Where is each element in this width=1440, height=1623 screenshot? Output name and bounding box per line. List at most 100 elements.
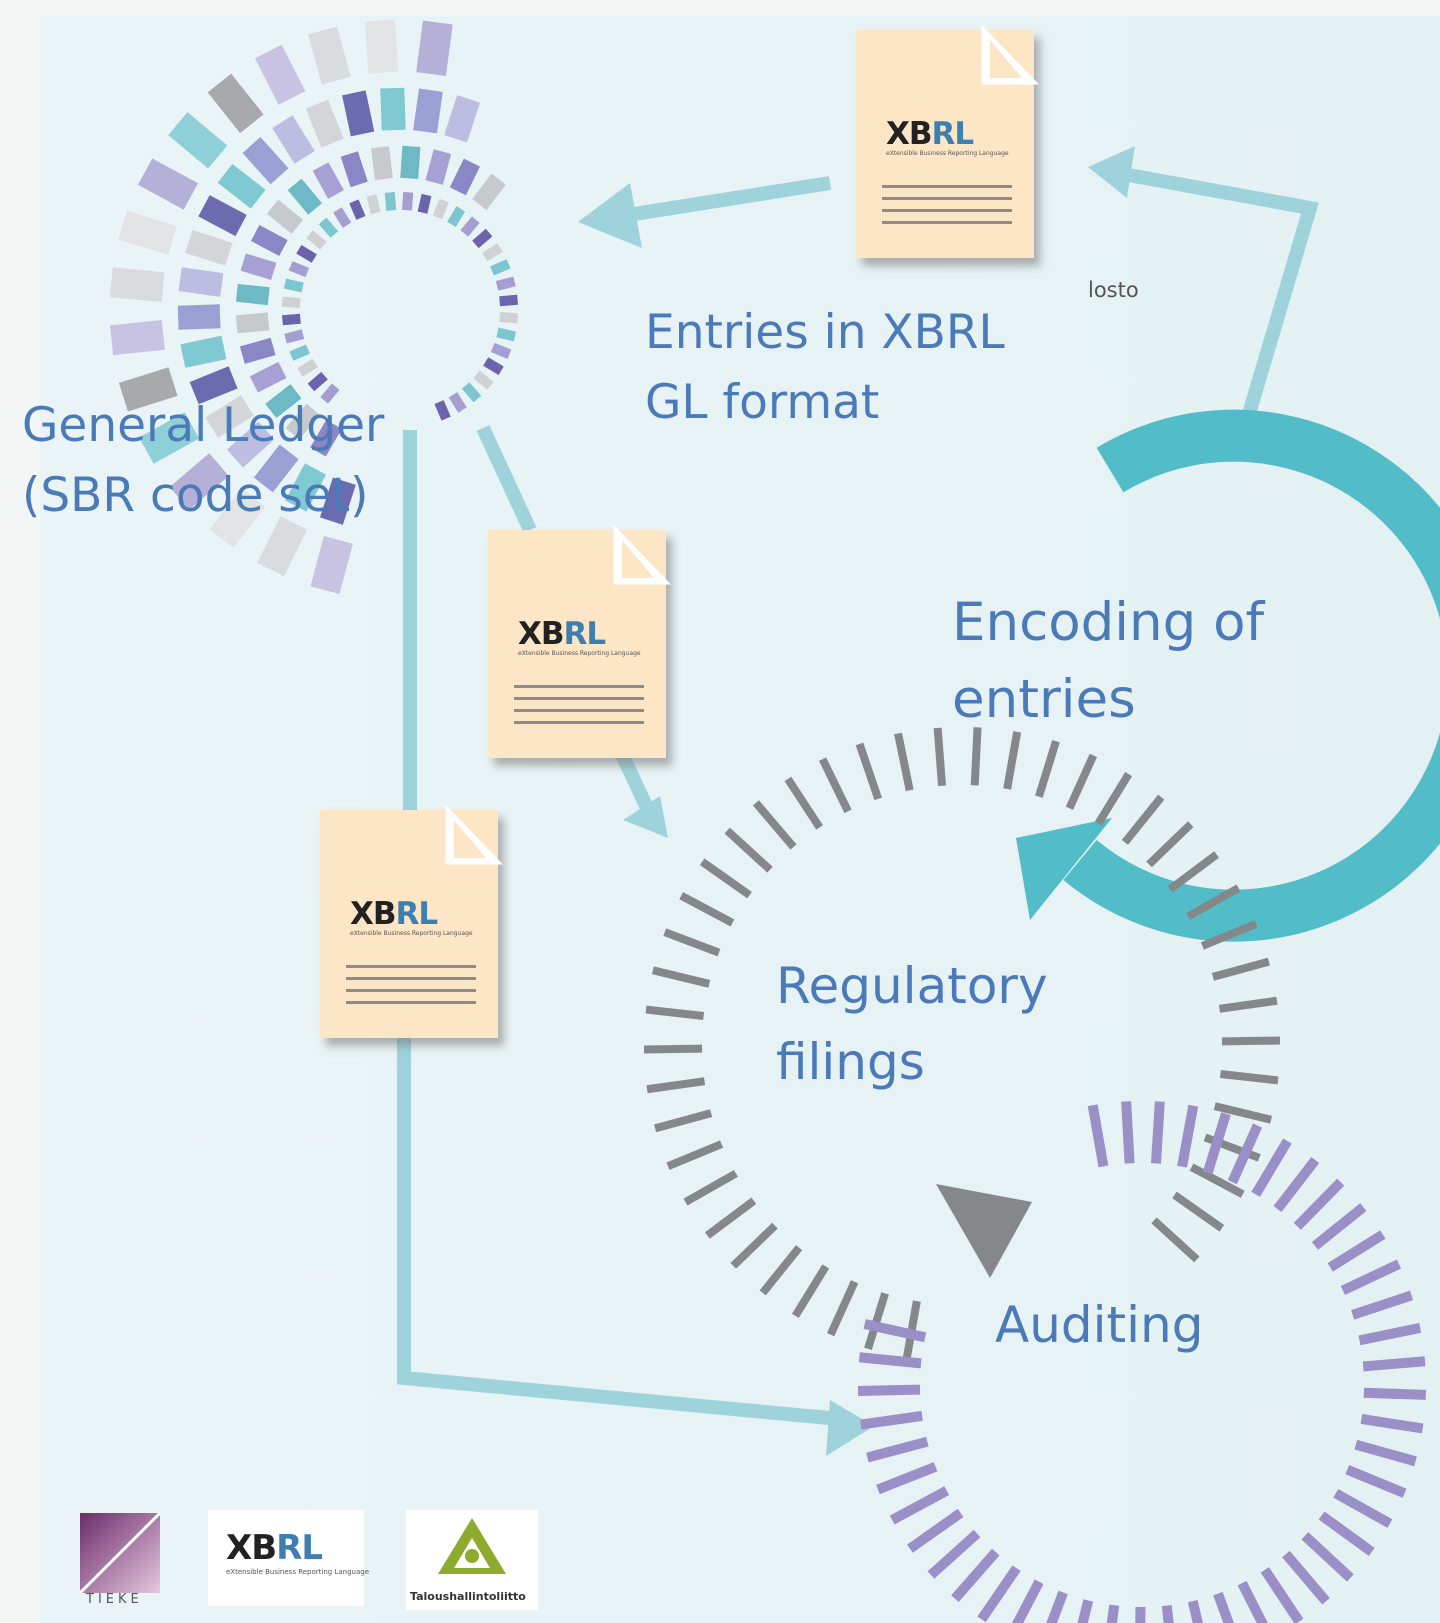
general-ledger-ring-segment xyxy=(185,229,233,266)
arrowhead-to-ledger xyxy=(578,183,642,248)
regulatory-ring-tick xyxy=(1218,996,1278,1013)
regulatory-ring-tick xyxy=(1065,753,1098,810)
general-ledger-ring-segment xyxy=(416,20,453,76)
auditing-ring-tick xyxy=(1345,1464,1407,1498)
arrow-ledger-to-doc xyxy=(476,425,537,533)
xbrl-tagline: eXtensible Business Reporting Language xyxy=(350,930,473,937)
regulatory-ring-tick xyxy=(663,928,721,957)
general-ledger-ring-segment xyxy=(499,311,519,324)
xbrl-logo-mark: XBRL eXtensible Business Reporting Langu… xyxy=(886,118,1011,158)
xbrl-tagline: eXtensible Business Reporting Language xyxy=(518,650,641,657)
general-ledger-ring-segment xyxy=(198,195,247,237)
general-ledger-ring-segment xyxy=(449,158,480,196)
general-ledger-ring-segment xyxy=(296,244,317,263)
diagram-background xyxy=(40,16,1440,1623)
auditing-ring-tick xyxy=(1311,1203,1367,1250)
xbrl-logo-mark: XBRL eXtensible Business Reporting Langu… xyxy=(350,898,475,938)
general-ledger-ring-segment xyxy=(235,312,270,334)
regulatory-ring-tick xyxy=(651,966,711,988)
auditing-ring-tick xyxy=(1251,1138,1292,1197)
auditing-ring-tick xyxy=(1202,1112,1231,1175)
regulatory-ring-tick xyxy=(1151,1217,1200,1263)
arrowheads-light xyxy=(578,146,1135,1456)
general-ledger-ring-segment xyxy=(333,207,352,228)
general-ledger-ring-segment xyxy=(401,191,414,211)
xbrl-document-icon-middle: XBRL eXtensible Business Reporting Langu… xyxy=(488,524,672,758)
general-ledger-ring-segment xyxy=(253,444,299,493)
auditing-ring-tick xyxy=(863,1319,927,1343)
general-ledger-ring-segment xyxy=(137,158,198,210)
xbrl-document-icon-bottom: XBRL eXtensible Business Reporting Langu… xyxy=(320,804,504,1038)
general-ledger-ring-segment xyxy=(444,95,481,143)
regulatory-ring-tick xyxy=(1219,1070,1279,1085)
auditing-ring-tick xyxy=(1333,1488,1393,1528)
label-regulatory-line2: filings xyxy=(776,1033,925,1091)
xbrl-logo-dark: XB xyxy=(518,616,565,652)
general-ledger-ring-segment xyxy=(308,26,351,85)
auditing-ring-tick xyxy=(1177,1104,1199,1168)
regulatory-ring-tick xyxy=(646,1077,706,1094)
general-ledger-ring-segment xyxy=(118,210,177,255)
general-ledger-ring-segment xyxy=(495,276,516,291)
auditing-ring-tick xyxy=(857,1384,921,1396)
general-ledger-ring-segment xyxy=(285,403,321,440)
label-general-ledger: General Ledger (SBR code set) xyxy=(22,391,384,531)
auditing-ring-tick xyxy=(1273,1156,1320,1213)
regulatory-ring-tick xyxy=(1213,1102,1273,1124)
general-ledger-ring-segment xyxy=(282,313,301,326)
general-ledger-ring-segment xyxy=(448,392,467,413)
general-ledger-ring-segment xyxy=(178,267,224,297)
general-ledger-ring-segment xyxy=(490,259,511,276)
arrow-doc-to-auditing xyxy=(397,1030,851,1427)
general-ledger-ring-segment xyxy=(434,400,451,421)
auditing-ring-tick xyxy=(951,1548,1000,1602)
general-ledger-ring-segment xyxy=(168,112,228,169)
xbrl-logo-blue: RL xyxy=(931,116,975,152)
general-ledger-ring-segment xyxy=(118,367,178,412)
label-regulatory: Regulatory filings xyxy=(776,948,1048,1100)
general-ledger-ring-segment xyxy=(289,344,310,361)
auditing-ring-tick xyxy=(858,1352,922,1369)
regulatory-ring-tick xyxy=(1035,740,1060,798)
label-auditing: Auditing xyxy=(995,1290,1203,1360)
general-ledger-rings xyxy=(109,19,519,595)
regulatory-ring-tick xyxy=(855,742,882,801)
auditing-ring-tick xyxy=(1282,1550,1330,1605)
arrowhead-to-doc-top xyxy=(1088,146,1135,198)
document-text-lines xyxy=(882,185,1012,233)
auditing-ring-tick xyxy=(1106,1604,1120,1623)
regulatory-ring-tick xyxy=(759,1245,803,1296)
regulatory-ring-tick xyxy=(724,827,773,873)
auditing-ring-tick xyxy=(1150,1101,1165,1164)
general-ledger-ring-segment xyxy=(235,283,270,306)
regulatory-ring-tick xyxy=(826,1280,859,1337)
general-ledger-ring-segment xyxy=(349,199,366,220)
label-entries-line2: GL format xyxy=(645,375,880,430)
general-ledger-ring-segment xyxy=(425,149,452,185)
regulatory-ring-tick xyxy=(819,757,852,814)
document-fold-icon xyxy=(445,804,504,865)
general-ledger-ring-segment xyxy=(169,453,229,510)
connector-arrows xyxy=(397,165,1319,1427)
document-fold-icon xyxy=(613,524,672,585)
regulatory-ring-tick xyxy=(683,1169,738,1206)
regulatory-ring xyxy=(643,727,1281,1359)
auditing-ring-tick xyxy=(977,1565,1021,1623)
xbrl-logo-blue: RL xyxy=(563,616,607,652)
document-text-lines xyxy=(514,685,644,733)
general-ledger-ring-segment xyxy=(305,99,344,148)
general-ledger-ring-segment xyxy=(472,228,493,249)
auditing-ring-tick xyxy=(907,1508,964,1553)
general-ledger-ring-segment xyxy=(319,477,356,525)
general-ledger-ring-segment xyxy=(499,294,518,307)
auditing-ring-tick xyxy=(1351,1290,1414,1320)
xbrl-footer-logo-blue: RL xyxy=(276,1528,323,1568)
auditing-ring-tick xyxy=(1011,1579,1044,1623)
auditing-ring-tick xyxy=(1340,1259,1402,1296)
general-ledger-ring-segment xyxy=(288,261,310,278)
regulatory-ring-tick xyxy=(645,1005,705,1020)
auditing-ring-tick xyxy=(1360,1414,1424,1434)
arrow-doc-to-regulatory xyxy=(613,747,655,813)
general-ledger-ring-segment xyxy=(284,329,305,344)
